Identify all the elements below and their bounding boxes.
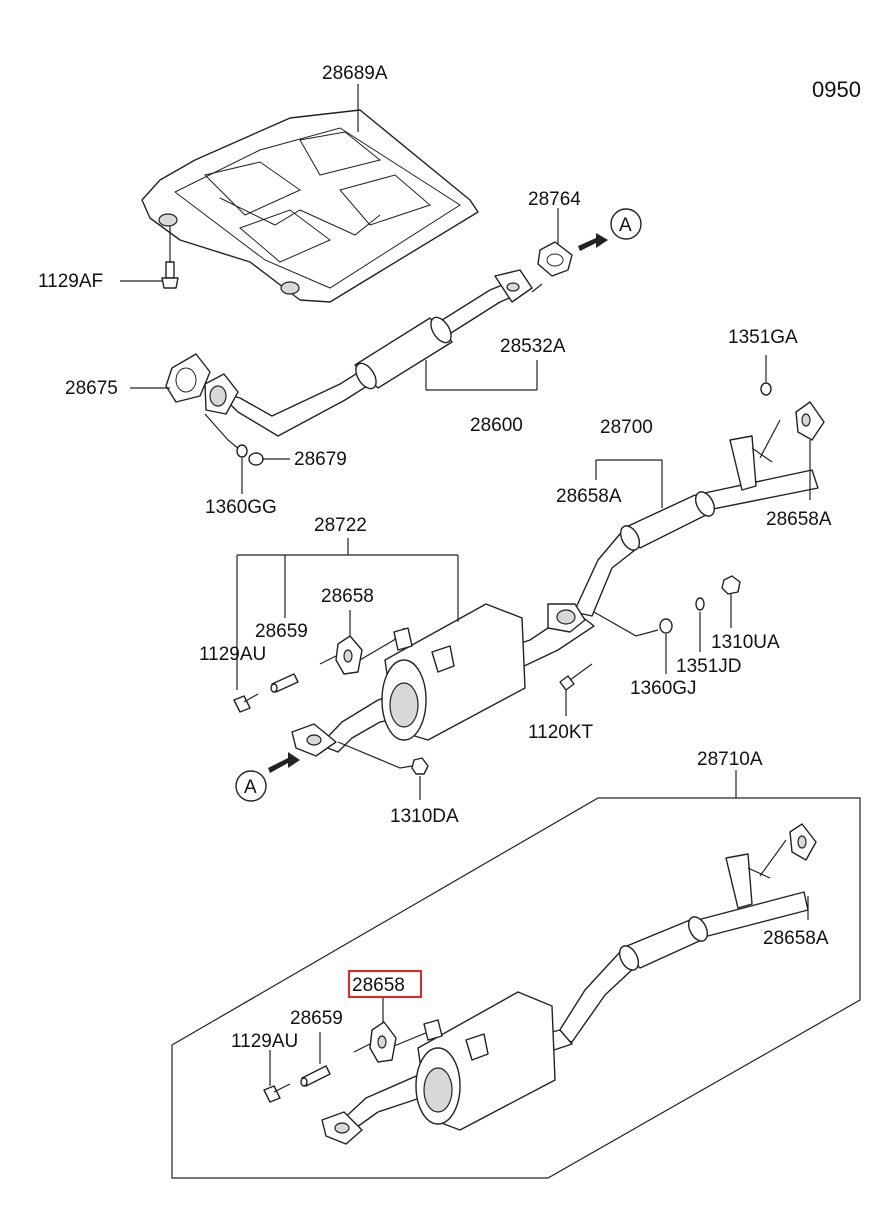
label-1129AU-1[interactable]: 1129AU (199, 644, 266, 665)
bushing-28659-part[interactable] (270, 673, 299, 693)
label-28675[interactable]: 28675 (65, 378, 118, 399)
label-28679[interactable]: 28679 (294, 449, 347, 470)
bolt-1129AU-part[interactable] (233, 693, 259, 713)
page-number: 0950 (812, 77, 861, 102)
washer-1360GJ-part[interactable] (593, 611, 673, 637)
label-1129AU-2[interactable]: 1129AU (231, 1031, 298, 1052)
label-1310UA[interactable]: 1310UA (711, 632, 780, 653)
label-28658-1[interactable]: 28658 (321, 586, 374, 607)
gasket-28764-part[interactable] (537, 241, 573, 277)
rubber-hanger-28658A-part[interactable] (760, 382, 825, 441)
label-1360GG[interactable]: 1360GG (205, 497, 277, 518)
gasket-28675-part[interactable] (165, 353, 211, 403)
label-28659-1[interactable]: 28659 (255, 621, 308, 642)
label-28532A[interactable]: 28532A (500, 336, 566, 357)
label-28600[interactable]: 28600 (470, 415, 523, 436)
label-28689A[interactable]: 28689A (322, 63, 388, 84)
rubber-hanger-28658-highlighted-part[interactable] (353, 1019, 443, 1063)
nut-1310DA-part[interactable] (337, 741, 429, 775)
rubber-hanger-28658-part[interactable] (319, 627, 413, 675)
bolt-1120KT-part[interactable] (559, 663, 593, 691)
nut-1310UA-part[interactable] (721, 575, 741, 595)
label-28700[interactable]: 28700 (600, 417, 653, 438)
rear-muffler-part[interactable] (291, 603, 595, 757)
heat-shield-part[interactable] (141, 109, 479, 303)
assembly-boundary (171, 797, 861, 1179)
label-28722[interactable]: 28722 (314, 515, 367, 536)
label-28658A-1[interactable]: 28658A (556, 486, 622, 507)
label-1351JD[interactable]: 1351JD (676, 656, 742, 677)
marker-a-top-label: A (619, 215, 632, 236)
label-1120KT[interactable]: 1120KT (528, 722, 594, 743)
direction-arrow-icon (268, 752, 300, 773)
label-28764[interactable]: 28764 (528, 189, 581, 210)
nut-28679-part[interactable] (204, 413, 264, 466)
direction-arrow-icon (578, 233, 608, 251)
label-28710A[interactable]: 28710A (697, 749, 763, 770)
label-28658A-2[interactable]: 28658A (766, 509, 832, 530)
bolt-1129AU-bottom-part[interactable] (263, 1083, 291, 1103)
center-muffler-part[interactable] (573, 419, 819, 617)
section-marker-a-bottom[interactable] (235, 770, 267, 802)
label-1351GA[interactable]: 1351GA (728, 327, 798, 348)
highlight-box (348, 970, 422, 998)
marker-a-bottom-label: A (244, 777, 257, 798)
section-marker-a-top[interactable] (610, 208, 642, 240)
front-pipe-part[interactable] (204, 269, 543, 437)
label-1129AF[interactable]: 1129AF (38, 271, 103, 292)
label-28658-2[interactable]: 28658 (352, 975, 405, 996)
muffler-assembly-part[interactable] (321, 823, 817, 1145)
bolt-1129AF-part[interactable] (161, 226, 179, 289)
label-28658A-3[interactable]: 28658A (763, 928, 829, 949)
washer-1351JD-part[interactable] (695, 597, 705, 611)
label-1310DA[interactable]: 1310DA (390, 806, 459, 827)
label-1360GJ[interactable]: 1360GJ (630, 678, 697, 699)
bushing-28659-bottom-part[interactable] (300, 1065, 331, 1087)
label-28659-2[interactable]: 28659 (290, 1008, 343, 1029)
